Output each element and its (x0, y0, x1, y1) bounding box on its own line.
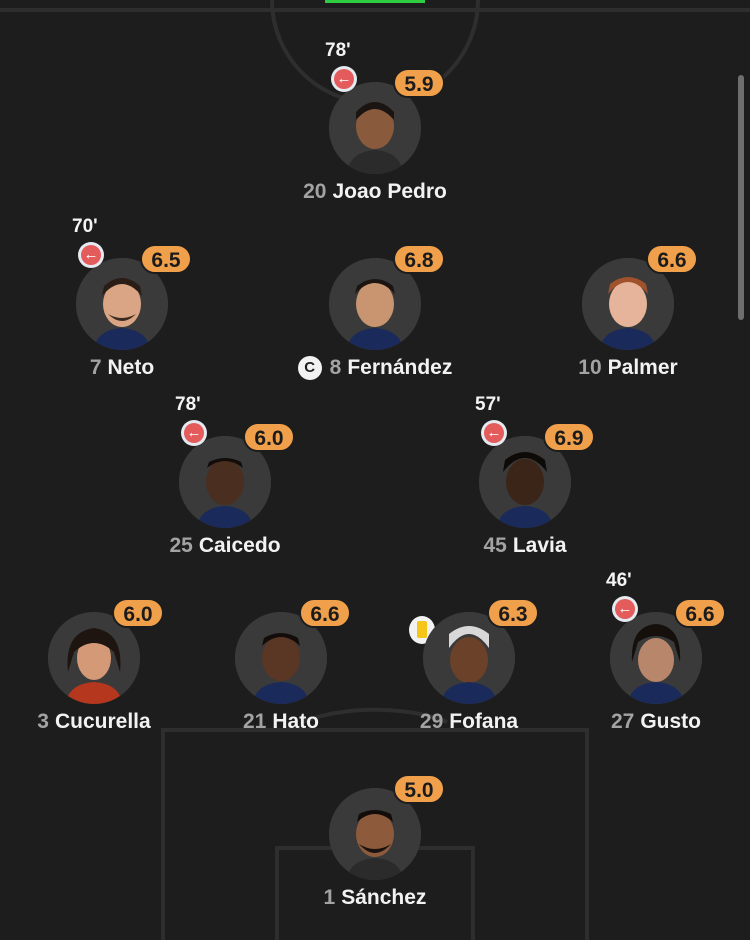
player-name: Joao Pedro (332, 180, 447, 203)
rating-badge: 6.0 (243, 422, 295, 452)
captain-badge: C (297, 356, 322, 380)
substitution-minute: 46' (606, 570, 632, 591)
arrow-left-icon: ← (481, 420, 507, 446)
shirt-number: 3 (37, 710, 49, 733)
player-name: Cucurella (54, 710, 151, 733)
substitution-minute: 78' (325, 40, 351, 61)
substitution-minute: 78' (175, 394, 201, 415)
rating-badge: 6.6 (646, 244, 698, 274)
rating-badge: 6.0 (112, 598, 164, 628)
player-name: Caicedo (198, 534, 281, 557)
shirt-number: 10 (578, 356, 602, 379)
rating-badge: 6.6 (674, 598, 726, 628)
scrollbar[interactable] (738, 75, 744, 320)
shirt-number: 27 (610, 710, 635, 733)
player-name: Fernández (347, 356, 453, 379)
shirt-number: 29 (419, 710, 444, 733)
player-name: Palmer (607, 356, 678, 379)
shirt-number: 7 (89, 356, 102, 379)
rating-badge: 6.8 (393, 244, 445, 274)
player-name: Gusto (640, 710, 702, 733)
shirt-number: 1 (323, 886, 336, 909)
rating-badge: 5.9 (393, 68, 445, 98)
player-avatar[interactable] (423, 612, 515, 704)
shirt-number: 25 (169, 534, 193, 557)
arrow-left-icon: ← (181, 420, 207, 446)
rating-badge: 5.0 (393, 774, 445, 804)
shirt-number: 8 (329, 356, 342, 379)
substitution-minute: 70' (72, 216, 98, 237)
player-name: Neto (107, 356, 155, 379)
rating-badge: 6.6 (299, 598, 351, 628)
rating-badge: 6.5 (140, 244, 192, 274)
substitution-minute: 57' (475, 394, 501, 415)
arrow-left-icon: ← (331, 66, 357, 92)
player-avatar[interactable] (610, 612, 702, 704)
player-avatar[interactable] (329, 258, 421, 350)
arrow-left-icon: ← (612, 596, 638, 622)
rating-badge: 6.3 (487, 598, 539, 628)
player-name: Fofana (449, 710, 519, 733)
arrow-left-icon: ← (78, 242, 104, 268)
shirt-number: 20 (303, 180, 327, 203)
shirt-number: 45 (483, 534, 507, 557)
rating-badge: 6.9 (543, 422, 595, 452)
player-name: Sánchez (341, 886, 427, 909)
player-name: Lavia (512, 534, 567, 557)
player-avatar[interactable] (329, 82, 421, 174)
shirt-number: 21 (242, 710, 267, 733)
player-name: Hato (272, 710, 320, 733)
